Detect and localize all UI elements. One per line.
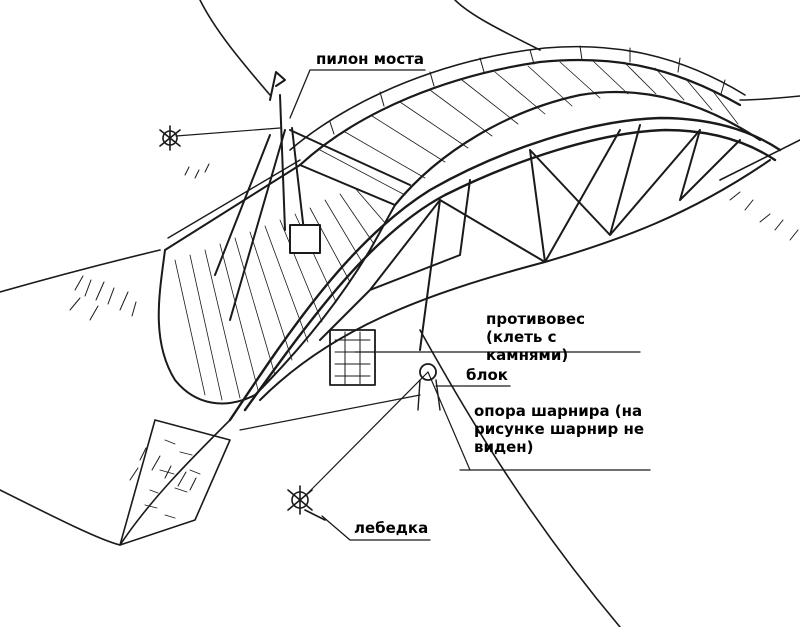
label-winch: лебедка (354, 519, 429, 537)
near-bank-slope (119, 419, 231, 546)
block-support (417, 379, 441, 411)
winch-far (159, 125, 181, 151)
leader-winch (321, 515, 431, 541)
ropes (175, 127, 471, 497)
lower-chord (259, 159, 771, 401)
deck-railing (167, 159, 301, 239)
walkway-inner-edge (393, 90, 762, 207)
walkway-planks (319, 59, 739, 196)
grass-texture (69, 163, 799, 491)
label-counterweight: противовес (клеть с камнями) (486, 310, 585, 364)
counterweight-cage (329, 329, 376, 386)
abutment-stones (144, 439, 201, 519)
label-pylon: пилон моста (316, 50, 425, 68)
pylon-strut-left (214, 134, 271, 276)
cage-stones (334, 331, 371, 385)
pylon-strut-back (291, 127, 306, 241)
stone-abutment (119, 419, 231, 546)
pylon-mast (279, 94, 286, 231)
main-arch-inner (243, 128, 777, 412)
far-bank-edge (739, 95, 800, 101)
pylon-base (289, 224, 321, 254)
leader-pylon (289, 69, 426, 119)
main-arch (228, 116, 782, 422)
railing (289, 45, 746, 151)
bridge-pylon (214, 71, 411, 321)
rope-far (175, 127, 281, 137)
walkway-outer-edge (298, 58, 742, 167)
railing-posts (329, 45, 726, 135)
water-edge (419, 329, 621, 627)
near-bank-left (0, 249, 161, 293)
near-bank-bottom (0, 489, 121, 546)
pylon-strut-front (229, 129, 286, 321)
winch-near (287, 485, 326, 521)
far-bank-right (454, 0, 541, 51)
rope-near (304, 371, 429, 497)
pylon-strut-right (289, 129, 411, 186)
leader-lines (289, 69, 651, 541)
far-bank-top (199, 0, 271, 96)
deck-planks (174, 187, 387, 401)
label-block: блок (466, 366, 508, 384)
pylon-flag (269, 71, 286, 101)
block-pulley (419, 363, 437, 381)
rope-to-abutment (239, 394, 421, 431)
rope-to-hinge (427, 371, 471, 471)
far-bank-lower (719, 139, 800, 181)
bridge-deck (157, 164, 396, 405)
truss-members (319, 124, 741, 351)
label-hinge-support: опора шарнира (на рисунке шарнир не виде… (474, 402, 645, 456)
